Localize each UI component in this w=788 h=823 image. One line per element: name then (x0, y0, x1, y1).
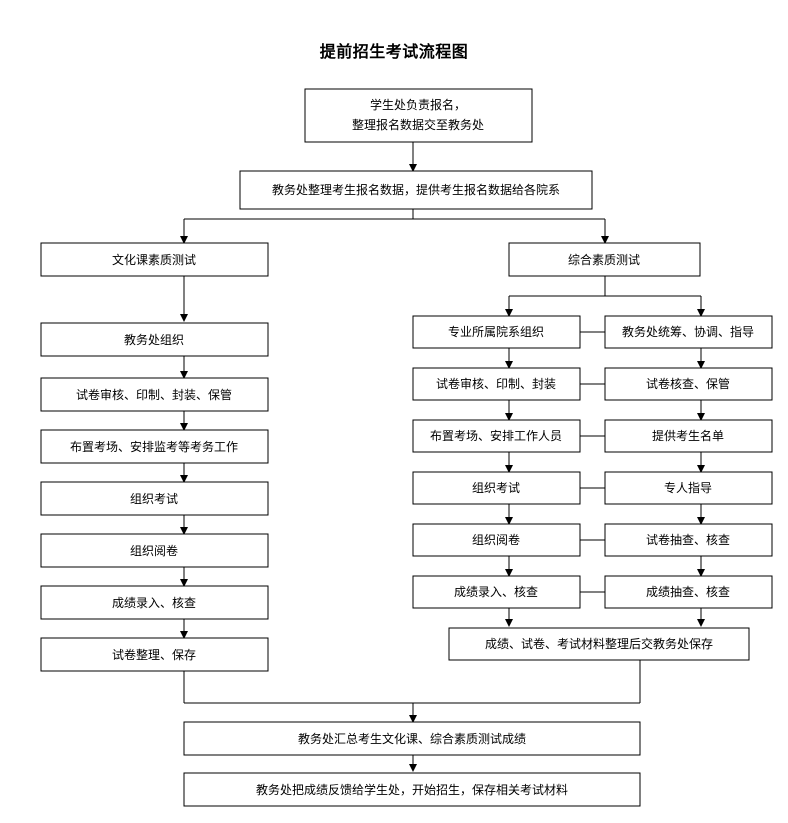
label-rb-5: 试卷抽查、核查 (646, 532, 730, 547)
box-ra-6 (412, 575, 581, 609)
box-rb-2 (604, 367, 773, 401)
box-ra-4 (412, 471, 581, 505)
label-left-1: 教务处组织 (124, 332, 184, 347)
label-left-3: 布置考场、安排监考等考务工作 (70, 439, 238, 454)
box-right-head (508, 242, 701, 277)
label-ra-4: 组织考试 (472, 480, 520, 495)
label-right-merge: 成绩、试卷、考试材料整理后交教务处保存 (485, 636, 713, 651)
box-final (183, 772, 641, 807)
box-ra-1 (412, 315, 581, 349)
box-rb-1 (604, 315, 773, 349)
box-rb-5 (604, 523, 773, 557)
boxes (40, 88, 773, 807)
box-left-4 (40, 481, 269, 516)
box-left-6 (40, 585, 269, 620)
box-ra-2 (412, 367, 581, 401)
label-rb-4: 专人指导 (664, 480, 712, 495)
label-left-4: 组织考试 (130, 491, 178, 506)
label-ra-6: 成绩录入、核查 (454, 585, 538, 599)
label-dean: 教务处整理考生报名数据，提供考生报名数据给各院系 (272, 182, 560, 197)
label-rb-3: 提供考生名单 (652, 428, 724, 443)
box-left-7 (40, 637, 269, 672)
label-rb-1: 教务处统筹、协调、指导 (622, 324, 754, 339)
box-ra-3 (412, 419, 581, 453)
page-title: 提前招生考试流程图 (319, 42, 469, 61)
label-ra-1: 专业所属院系组织 (448, 324, 544, 339)
label-top-line-2: 整理报名数据交至教务处 (352, 117, 484, 132)
box-left-1 (40, 322, 269, 357)
label-final: 教务处把成绩反馈给学生处，开始招生，保存相关考试材料 (256, 782, 568, 797)
label-right-head: 综合素质测试 (568, 252, 640, 267)
box-left-head (40, 242, 269, 277)
box-rb-4 (604, 471, 773, 505)
label-left-head: 文化课素质测试 (112, 252, 196, 267)
box-right-merge (448, 627, 750, 661)
label-left-2: 试卷审核、印制、封装、保管 (76, 387, 232, 402)
box-left-5 (40, 533, 269, 568)
box-summary (183, 721, 641, 756)
box-rb-3 (604, 419, 773, 453)
label-left-7: 试卷整理、保存 (112, 647, 196, 662)
label-rb-6: 成绩抽查、核查 (646, 585, 730, 599)
label-rb-2: 试卷核查、保管 (646, 376, 730, 391)
box-ra-5 (412, 523, 581, 557)
label-ra-2: 试卷审核、印制、封装 (436, 376, 556, 391)
labels: 学生处负责报名， 整理报名数据交至教务处 教务处整理考生报名数据，提供考生报名数… (70, 97, 754, 797)
box-left-3 (40, 429, 269, 464)
label-left-5: 组织阅卷 (130, 543, 178, 558)
label-ra-3: 布置考场、安排工作人员 (430, 428, 562, 443)
label-summary: 教务处汇总考生文化课、综合素质测试成绩 (298, 731, 526, 746)
label-top-line-1: 学生处负责报名， (370, 97, 466, 112)
label-left-6: 成绩录入、核查 (112, 596, 196, 610)
box-rb-6 (604, 575, 773, 609)
connectors (180, 142, 705, 772)
box-top (304, 88, 533, 143)
box-dean (239, 170, 593, 210)
label-ra-5: 组织阅卷 (472, 532, 520, 547)
box-left-2 (40, 377, 269, 412)
